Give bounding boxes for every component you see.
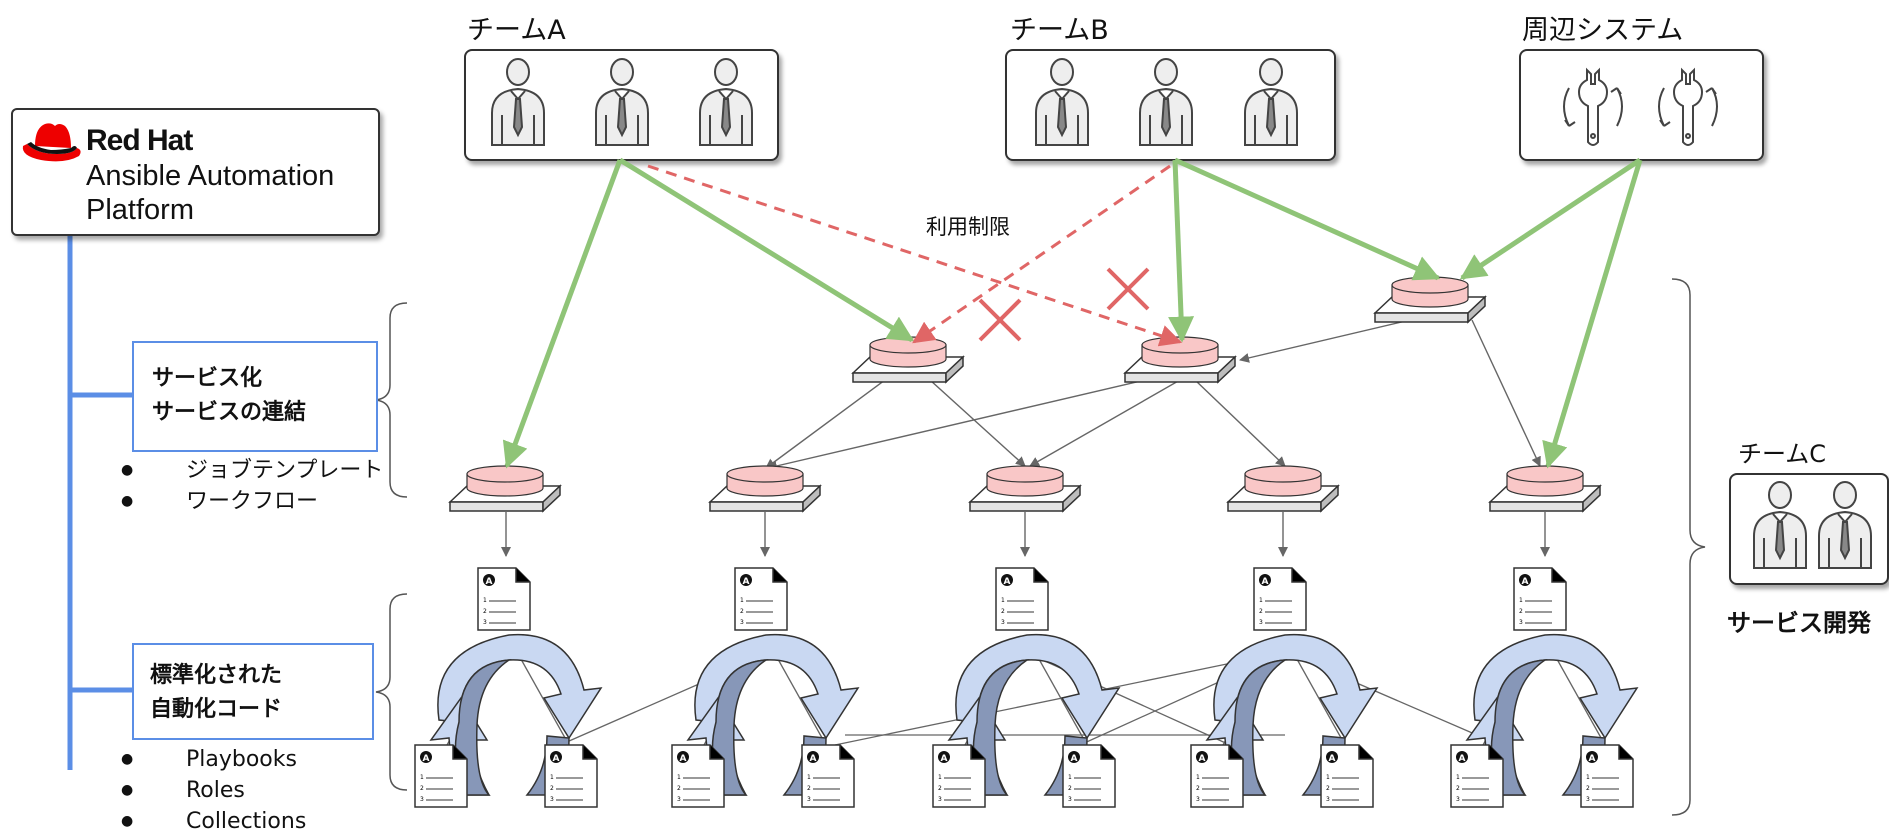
service-button-icon [1124,336,1236,383]
allowed-access-arrow [1542,159,1643,469]
list-item: Roles [121,775,306,806]
code-cluster [671,567,859,808]
document-icon [671,744,725,808]
service-section-line-1: サービス化 [152,366,263,391]
denied-access-arrow [647,164,1183,347]
allowed-access-arrow [1168,159,1195,343]
allowed-access-arrow [502,159,623,469]
document-icon [477,567,531,631]
service-bullets: ジョブテンプレート ワークフロー [121,455,383,517]
service-button-icon [852,336,964,383]
logo-product-text: Ansible Automation Platform [86,159,334,227]
document-icon [801,744,855,808]
service-section-label: サービス化 サービスの連結 [152,362,306,430]
document-icon [734,567,788,631]
service-button-icon [969,465,1081,512]
logo-product-line-2: Platform [86,194,194,226]
surrounding-system-title: 周辺システム [1522,15,1684,46]
service-links [501,319,1550,557]
code-cluster [414,567,602,808]
bracket-right [1671,278,1706,816]
platform-logo-box: Red Hat Ansible Automation Platform [11,108,380,236]
service-section-box: サービス化 サービスの連結 [132,341,378,452]
list-item: ジョブテンプレート [121,455,383,486]
service-button-icon [709,465,821,512]
team-c-box [1729,473,1889,585]
team-c-title: チームC [1738,440,1827,468]
service-link-arrow [767,379,1146,471]
cross-icon [978,298,1022,342]
code-section-line-2: 自動化コード [150,697,283,722]
service-link-arrow [929,379,1026,467]
team-a-title: チームA [467,15,566,46]
document-icon [544,744,598,808]
allowed-access-arrow [1173,157,1441,281]
service-link-arrow [1194,379,1286,467]
document-icon [1580,744,1634,808]
code-link [1552,651,1606,746]
code-link [834,651,1286,746]
service-button-icon [449,465,561,512]
access-arrows [502,157,1643,469]
document-icon [1320,744,1374,808]
bracket-left-code [375,593,408,791]
service-button-icon [1374,276,1486,323]
code-section-label: 標準化された 自動化コード [150,659,282,727]
code-link [1292,651,1346,746]
list-item: ワークフロー [121,486,383,517]
document-icon [1062,744,1116,808]
code-link [773,651,827,746]
team-b-title: チームB [1010,15,1109,46]
service-link-arrow [1471,319,1541,467]
usage-restriction-label: 利用制限 [926,215,1010,239]
service-link-arrow [1029,379,1181,467]
document-icon [1513,567,1567,631]
team-b-box [1005,49,1336,161]
service-layer [449,276,1601,512]
code-layer [414,567,1638,808]
allowed-access-arrow [618,157,915,343]
document-icon [1253,567,1307,631]
document-icon [932,744,986,808]
list-item: Playbooks [121,744,306,775]
denied-access-arrow [912,164,1171,344]
document-icon [1450,744,1504,808]
cross-icon [1106,267,1150,311]
code-link [1024,651,1231,746]
code-cluster [1450,567,1638,808]
platform-tree-lines [67,234,132,770]
service-button-icon [1489,465,1601,512]
code-section-line-1: 標準化された [150,663,283,688]
code-link [516,651,570,746]
service-section-line-2: サービスの連結 [152,400,307,425]
code-cluster [1190,567,1378,808]
code-bullets: Playbooks Roles Collections [121,744,306,837]
service-button-icon [1227,465,1339,512]
document-icon [414,744,468,808]
allowed-access-arrow [1459,157,1642,281]
surrounding-system-box [1519,49,1764,161]
document-icon [995,567,1049,631]
service-link-arrow [765,379,886,469]
code-section-box: 標準化された 自動化コード [132,643,374,740]
document-icon [1190,744,1244,808]
logo-brand-text: Red Hat [86,124,193,157]
list-item: Collections [121,806,306,837]
logo-product-line-1: Ansible Automation [86,160,335,192]
red-hat-logo-icon [22,123,81,162]
code-links [446,651,1606,746]
team-a-box [464,49,779,161]
service-development-label: サービス開発 [1727,609,1871,637]
service-link-arrow [1239,319,1411,363]
code-cluster [932,567,1120,808]
